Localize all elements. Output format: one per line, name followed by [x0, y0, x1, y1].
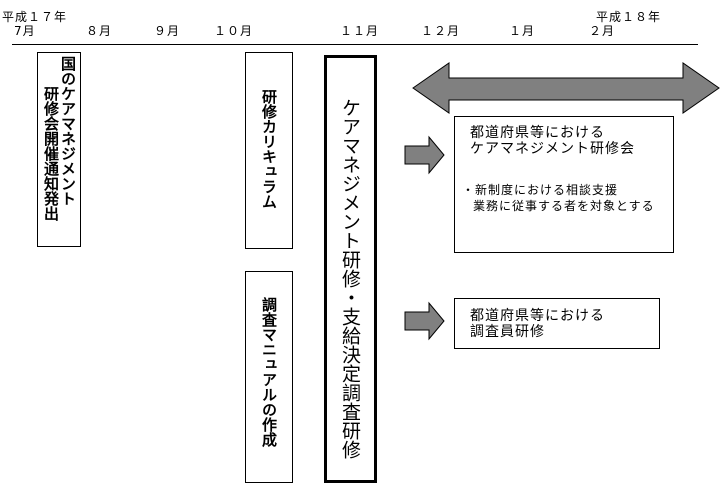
month-label-dec: １２月 [421, 24, 461, 38]
prefecture-cm-bullet1: ・新制度における相談支援 [462, 183, 619, 197]
timeline-axis [12, 44, 698, 45]
notice-box: 国のケアマネジメント 研修会開催通知発出 [37, 52, 81, 247]
right-arrow-icon [404, 301, 445, 341]
manual-box: 調査マニュアルの作成 [245, 271, 293, 483]
double-arrow-icon [412, 62, 720, 114]
notice-text-left: 研修会開催通知発出 [42, 86, 60, 221]
month-label-aug: ８月 [86, 24, 113, 38]
curriculum-box: 研修カリキュラム [245, 52, 293, 249]
month-label-jan: １月 [509, 24, 536, 38]
main-training-box: ケアマネジメント研修・支給決定調査研修 [324, 55, 377, 483]
month-label-feb: ２月 [589, 24, 616, 38]
main-training-text: ケアマネジメント研修・支給決定調査研修 [339, 98, 361, 459]
prefecture-survey-line1: 都道府県等における [470, 308, 605, 324]
prefecture-survey-line2: 調査員研修 [470, 324, 545, 340]
prefecture-survey-box: 都道府県等における 調査員研修 [454, 298, 660, 349]
prefecture-cm-bullet2: 業務に従事する者を対象とする [473, 199, 655, 213]
year-label-h17: 平成１７年 [2, 10, 68, 24]
prefecture-cm-box: 都道府県等における ケアマネジメント研修会 ・新制度における相談支援 業務に従事… [454, 116, 674, 253]
month-label-oct: １０月 [214, 24, 254, 38]
right-arrow-icon [404, 135, 445, 175]
month-label-jul: 7月 [14, 24, 36, 38]
prefecture-cm-line2: ケアマネジメント研修会 [470, 141, 635, 157]
year-label-h18: 平成１８年 [596, 10, 662, 24]
month-label-nov: １１月 [340, 24, 380, 38]
curriculum-text: 研修カリキュラム [260, 89, 278, 209]
month-label-sep: ９月 [154, 24, 181, 38]
notice-text-right: 国のケアマネジメント [59, 56, 77, 206]
prefecture-cm-line1: 都道府県等における [470, 125, 605, 141]
manual-text: 調査マニュアルの作成 [260, 297, 278, 447]
